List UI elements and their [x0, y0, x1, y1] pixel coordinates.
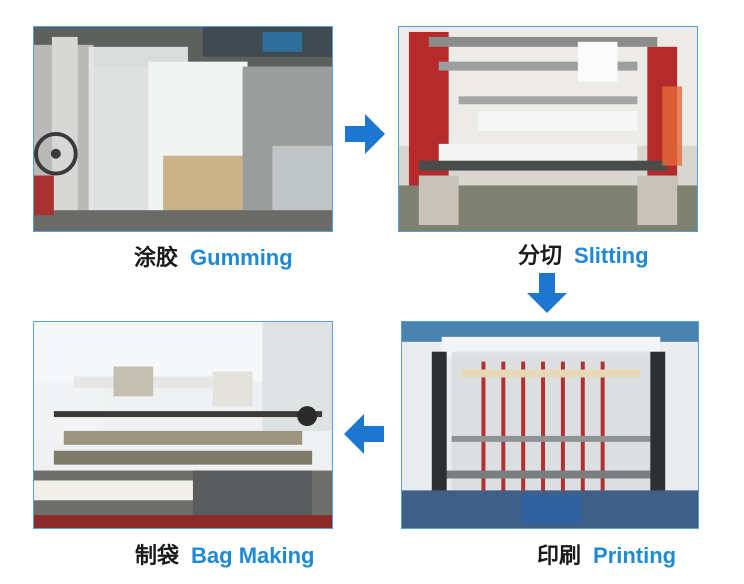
arrow-right-icon [345, 114, 385, 154]
arrow-down-icon [527, 273, 567, 313]
step-label-en: Bag Making [191, 543, 315, 568]
step-label-en: Slitting [574, 243, 649, 268]
step-label-zh: 分切 [518, 244, 563, 269]
printing-photo [401, 321, 699, 529]
step-label-printing: 印刷 Printing [537, 545, 676, 568]
step-label-en: Printing [593, 543, 677, 568]
bag-making-photo [33, 321, 333, 529]
step-label-zh: 涂胶 [134, 246, 179, 271]
step-label-en: Gumming [190, 245, 293, 270]
step-label-bag-making: 制袋 Bag Making [135, 545, 314, 568]
arrow-left-icon [344, 414, 384, 454]
step-label-gumming: 涂胶 Gumming [134, 247, 293, 270]
step-label-zh: 制袋 [135, 544, 180, 569]
step-label-zh: 印刷 [537, 544, 582, 569]
gumming-photo [33, 26, 333, 232]
step-label-slitting: 分切 Slitting [518, 245, 649, 268]
slitting-photo [398, 26, 698, 232]
